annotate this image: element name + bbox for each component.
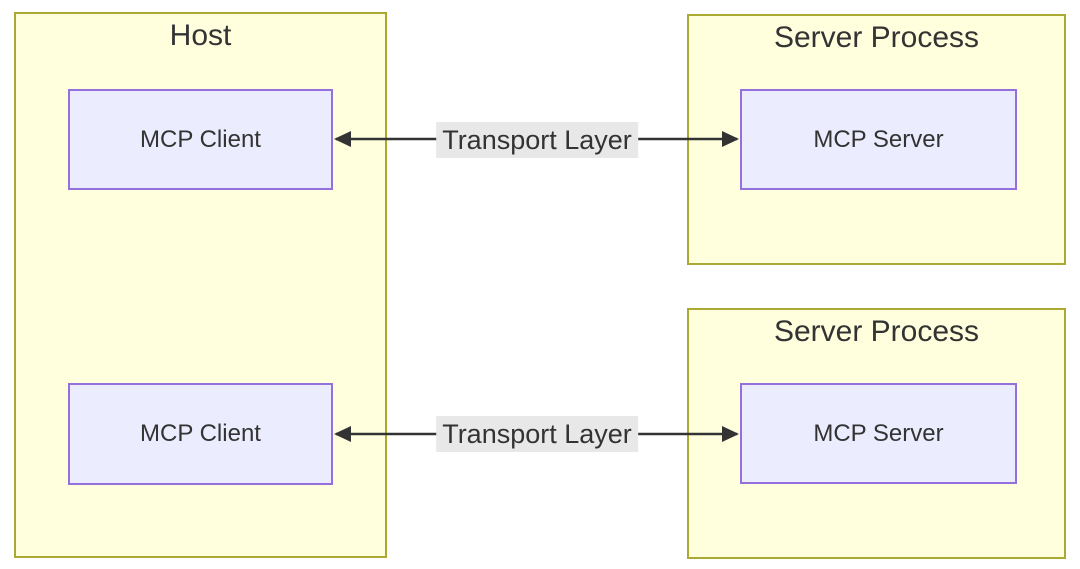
arrowhead-left-icon [334,131,351,147]
mcp-client-2-label: MCP Client [140,420,261,447]
host-title: Host [169,19,232,52]
server-process-1-title: Server Process [773,21,980,54]
mcp-client-1-node: MCP Client [68,89,333,190]
arrowhead-right-icon [722,426,739,442]
transport-layer-label-1: Transport Layer [436,122,638,158]
mcp-client-1-label: MCP Client [140,125,261,153]
transport-layer-label-2: Transport Layer [436,416,638,452]
arrowhead-right-icon [722,131,739,147]
server-process-2-title: Server Process [773,315,980,348]
mcp-server-1-label: MCP Server [813,125,944,153]
arrowhead-left-icon [334,426,351,442]
mcp-server-2-label: MCP Server [813,419,944,447]
mcp-client-2-node: MCP Client [68,383,333,485]
mcp-server-1-node: MCP Server [740,89,1017,190]
mcp-server-2-node: MCP Server [740,383,1017,484]
